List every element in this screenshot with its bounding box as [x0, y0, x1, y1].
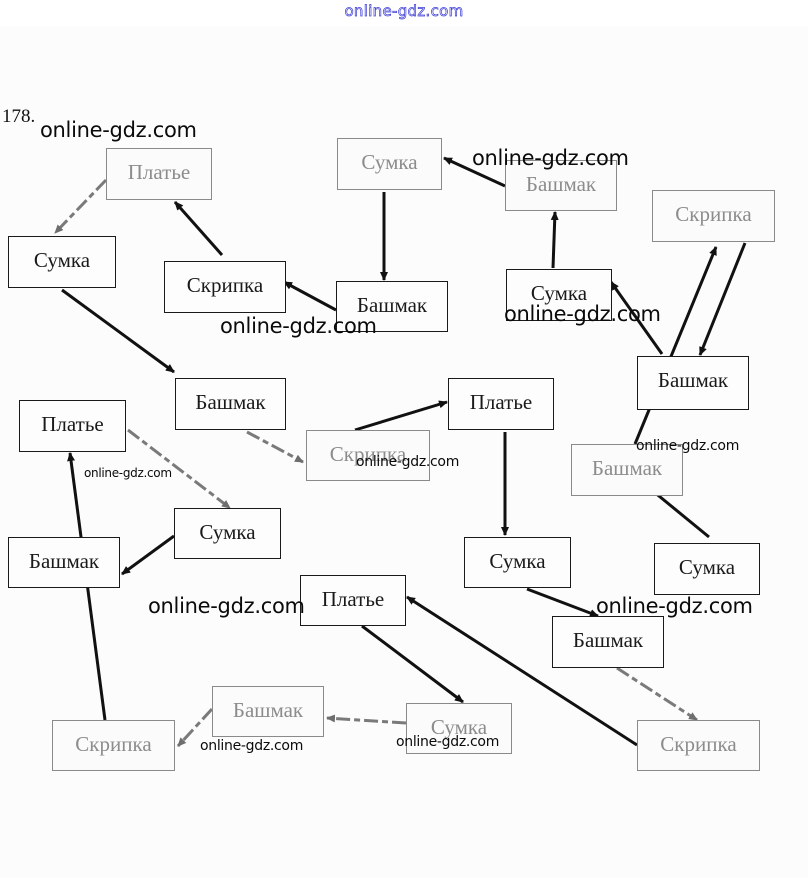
- edge-arrow-n21-n23: [176, 707, 214, 748]
- node-label: Сумка: [199, 520, 256, 544]
- diagram-node-n16: Башмак: [8, 537, 120, 588]
- edge-arrow-n8-n3: [550, 211, 559, 269]
- edge-arrow-n11-n15: [127, 428, 231, 510]
- node-label: Платье: [127, 160, 191, 184]
- diagram-node-n8: Сумка: [506, 269, 612, 321]
- node-label: Башмак: [232, 698, 304, 722]
- diagram-node-n19: Платье: [300, 575, 406, 626]
- node-label: Платье: [41, 412, 104, 436]
- watermark-text: online-gdz.com: [84, 466, 172, 480]
- diagram-node-n7: Башмак: [336, 281, 448, 332]
- diagram-node-n18: Сумка: [654, 543, 760, 595]
- watermark-text: online-gdz.com: [596, 594, 753, 618]
- edge-arrow-n7-n6: [283, 280, 337, 312]
- node-label: Сумка: [678, 555, 736, 579]
- edge-arrow-n19-n22: [361, 624, 464, 704]
- edge-arrow-n15-n16: [121, 534, 175, 576]
- diagram-node-n10: Башмак: [175, 378, 286, 430]
- diagram-node-n4: Скрипка: [652, 190, 775, 242]
- edge-arrow-n22-n21: [326, 714, 407, 725]
- node-label: Башмак: [657, 368, 729, 392]
- diagram-node-n21: Башмак: [212, 686, 324, 737]
- edge-arrow-n10-n12: [246, 430, 304, 464]
- edge-arrow-n3-n2: [443, 156, 506, 188]
- header-band: [0, 0, 808, 26]
- node-label: Сумка: [33, 248, 91, 272]
- node-label: Сумка: [361, 150, 418, 174]
- node-label: Скрипка: [186, 273, 264, 297]
- edge-arrow-n14-n4: [633, 246, 718, 445]
- diagram-node-n1: Платье: [106, 148, 212, 200]
- diagram-node-n12: Скрипка: [306, 430, 430, 481]
- node-label: Башмак: [28, 549, 100, 573]
- diagram-node-n3: Башмак: [505, 160, 617, 211]
- node-label: Скрипка: [675, 202, 752, 226]
- node-label: Башмак: [591, 456, 663, 480]
- watermark-text: online-gdz.com: [148, 594, 305, 618]
- edge-arrow-n17-n20: [526, 587, 599, 618]
- node-label: Сумка: [489, 549, 546, 573]
- watermark-text: online-gdz.com: [220, 314, 377, 338]
- node-label: Скрипка: [660, 732, 737, 756]
- watermark-text: online-gdz.com: [356, 454, 460, 470]
- node-label: Платье: [321, 587, 385, 611]
- node-label: Башмак: [195, 390, 266, 414]
- diagram-node-n5: Сумка: [8, 236, 116, 288]
- edge-arrow-n5-n10: [61, 288, 175, 374]
- edge-arrow-n24-n19: [406, 595, 638, 747]
- site-watermark-header: online-gdz.com: [344, 2, 464, 21]
- node-label: Башмак: [572, 628, 644, 652]
- diagram-node-n15: Сумка: [174, 508, 281, 559]
- watermark-text: online-gdz.com: [504, 302, 661, 326]
- watermark-text: online-gdz.com: [636, 438, 740, 454]
- watermark-text: online-gdz.com: [396, 734, 500, 750]
- node-label: Скрипка: [329, 442, 407, 466]
- node-label: Скрипка: [75, 732, 152, 756]
- node-label: Платье: [469, 390, 533, 414]
- diagram-node-n20: Башмак: [552, 616, 664, 668]
- edge-arrow-n12-n13: [354, 400, 448, 432]
- node-label: Башмак: [525, 172, 597, 196]
- diagram-node-n22: Сумка: [406, 703, 512, 754]
- watermark-text: online-gdz.com: [472, 146, 629, 170]
- diagram-node-n23: Скрипка: [52, 720, 175, 771]
- node-label: Сумка: [430, 715, 488, 739]
- edge-arrow-n9-n8: [609, 281, 664, 355]
- edge-arrow-n6-n1: [173, 201, 224, 256]
- node-label: Сумка: [530, 281, 588, 305]
- edge-arrow-n1-n5: [53, 178, 108, 235]
- diagram-node-n11: Платье: [19, 400, 126, 452]
- watermark-text: online-gdz.com: [40, 118, 197, 142]
- diagram-node-n13: Платье: [448, 378, 554, 430]
- node-label: Башмак: [356, 293, 428, 317]
- diagram-node-n24: Скрипка: [637, 720, 760, 771]
- diagram-node-n17: Сумка: [464, 537, 571, 588]
- edge-arrow-n4-n9: [698, 242, 747, 356]
- task-number: 178.: [2, 106, 36, 127]
- edge-arrow-n20-n24: [616, 666, 698, 722]
- watermark-text: online-gdz.com: [200, 738, 304, 754]
- diagram-node-n2: Сумка: [337, 138, 442, 190]
- diagram-node-n9: Башмак: [637, 356, 749, 410]
- diagram-node-n6: Скрипка: [164, 261, 286, 313]
- diagram-node-n14: Башмак: [571, 444, 683, 496]
